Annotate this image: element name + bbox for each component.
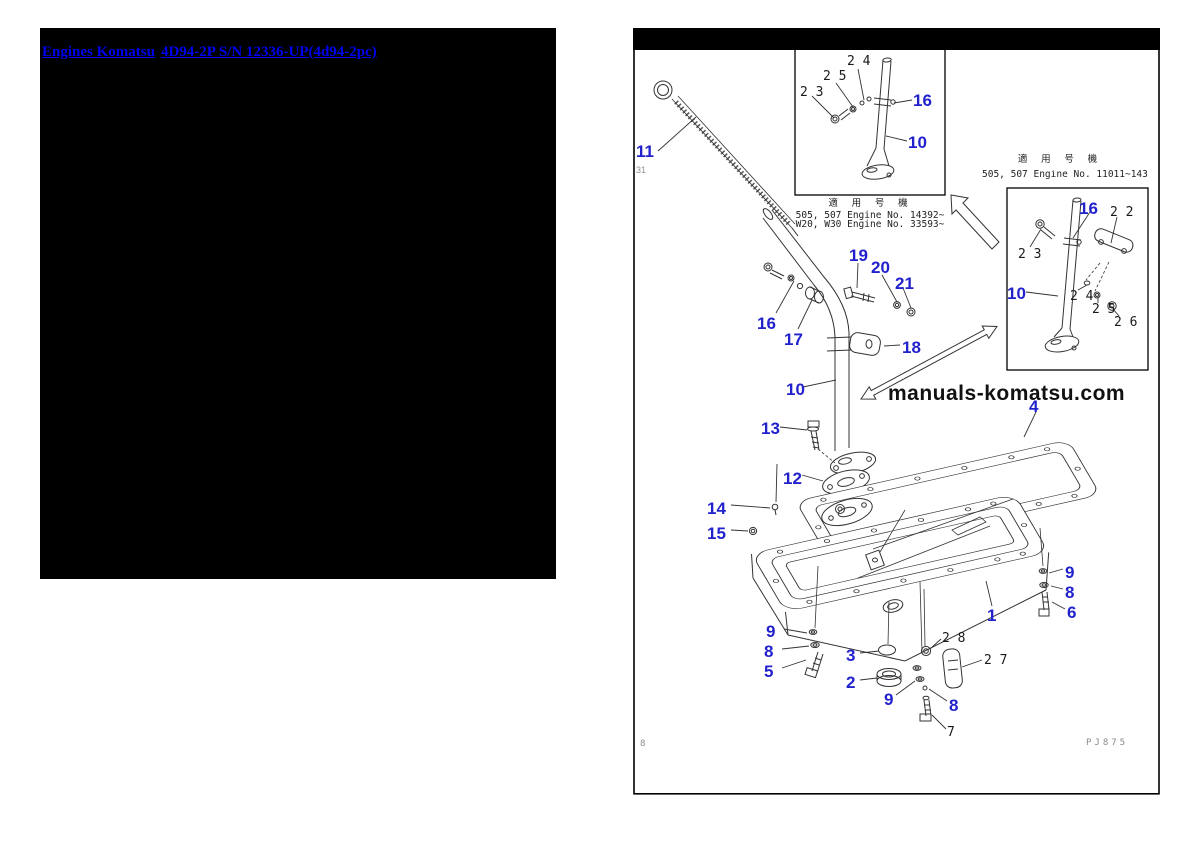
callout-8[interactable]: 8 xyxy=(764,642,774,661)
callout-11[interactable]: 11 xyxy=(636,142,654,161)
callout-10[interactable]: 10 xyxy=(1007,284,1026,303)
breadcrumb: Engines Komatsu 4D94-2P S/N 12336-UP(4d94… xyxy=(42,44,383,61)
callout-10[interactable]: 10 xyxy=(786,380,805,399)
frame-plate-code: PJ875 xyxy=(1086,738,1129,748)
callout-21[interactable]: 21 xyxy=(895,274,914,293)
callout-1[interactable]: 1 xyxy=(987,606,997,625)
callout-8[interactable]: 8 xyxy=(949,696,959,715)
watermark-text: manuals-komatsu.com xyxy=(888,382,1126,405)
callout-12[interactable]: 12 xyxy=(783,469,802,488)
callout-14[interactable]: 14 xyxy=(707,499,726,518)
callout-16[interactable]: 16 xyxy=(1079,199,1098,218)
inset-right-drawing xyxy=(1006,187,1149,371)
diagram-line-art xyxy=(653,44,1149,730)
inset-top-drawing xyxy=(794,44,946,196)
inset-top-caption-line2: W20, W30 Engine No. 33593~ xyxy=(795,219,945,230)
inset-right-caption-line: 505, 507 Engine No. 11011~143 xyxy=(982,170,1148,180)
callout-9[interactable]: 9 xyxy=(1065,563,1075,582)
callout-13[interactable]: 13 xyxy=(761,419,780,438)
callout-19[interactable]: 19 xyxy=(849,246,868,265)
callout-20[interactable]: 20 xyxy=(871,258,890,277)
callout-6[interactable]: 6 xyxy=(1067,603,1077,622)
inset-right-caption-title: 適 用 号 機 xyxy=(1017,154,1102,165)
breadcrumb-link-engines[interactable]: Engines Komatsu xyxy=(42,44,155,60)
callout-17[interactable]: 17 xyxy=(784,330,803,349)
callout-16[interactable]: 16 xyxy=(757,314,776,333)
inset-top-caption-line1: 505, 507 Engine No. 14392~ xyxy=(795,209,945,221)
frame-page-number: 8 xyxy=(640,739,646,749)
pan-hardware-drawing xyxy=(781,411,1066,730)
frame-top-bar xyxy=(633,28,1160,50)
callout-15[interactable]: 15 xyxy=(707,524,726,543)
callout-3[interactable]: 3 xyxy=(846,646,856,665)
inset-top-caption-jp: 適 用 号 機 xyxy=(828,198,912,209)
dipstick-drawing xyxy=(653,80,799,237)
callout-2[interactable]: 2 xyxy=(846,673,856,692)
callout-16[interactable]: 16 xyxy=(913,91,932,110)
callout-8[interactable]: 8 xyxy=(1065,583,1075,602)
inset-top-caption: 適 用 号 機 505, 507 Engine No. 14392~ W20, … xyxy=(780,199,960,230)
callout-4[interactable]: 4 xyxy=(1029,397,1039,416)
direction-arrows xyxy=(860,194,1000,400)
callout-18[interactable]: 18 xyxy=(902,338,921,357)
oil-pan-drawing xyxy=(751,497,1050,662)
left-panel: Engines Komatsu 4D94-2P S/N 12336-UP(4d94… xyxy=(40,28,556,579)
breadcrumb-link-model[interactable]: 4D94-2P S/N 12336-UP(4d94-2pc) xyxy=(160,44,377,60)
callout-9[interactable]: 9 xyxy=(884,690,894,709)
callout-10[interactable]: 10 xyxy=(908,133,927,152)
callout-5[interactable]: 5 xyxy=(764,662,774,681)
callout-9[interactable]: 9 xyxy=(766,622,776,641)
